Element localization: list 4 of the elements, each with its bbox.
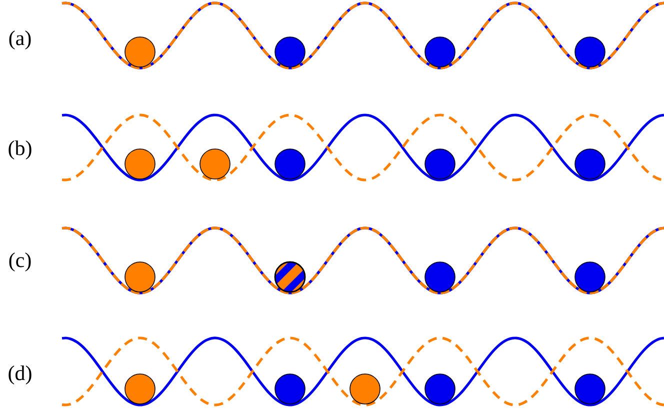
panel-label: (a) bbox=[9, 30, 31, 50]
panel-label: (d) bbox=[8, 365, 32, 384]
panel-label: (c) bbox=[9, 252, 31, 272]
panel-label: (b) bbox=[8, 140, 32, 160]
